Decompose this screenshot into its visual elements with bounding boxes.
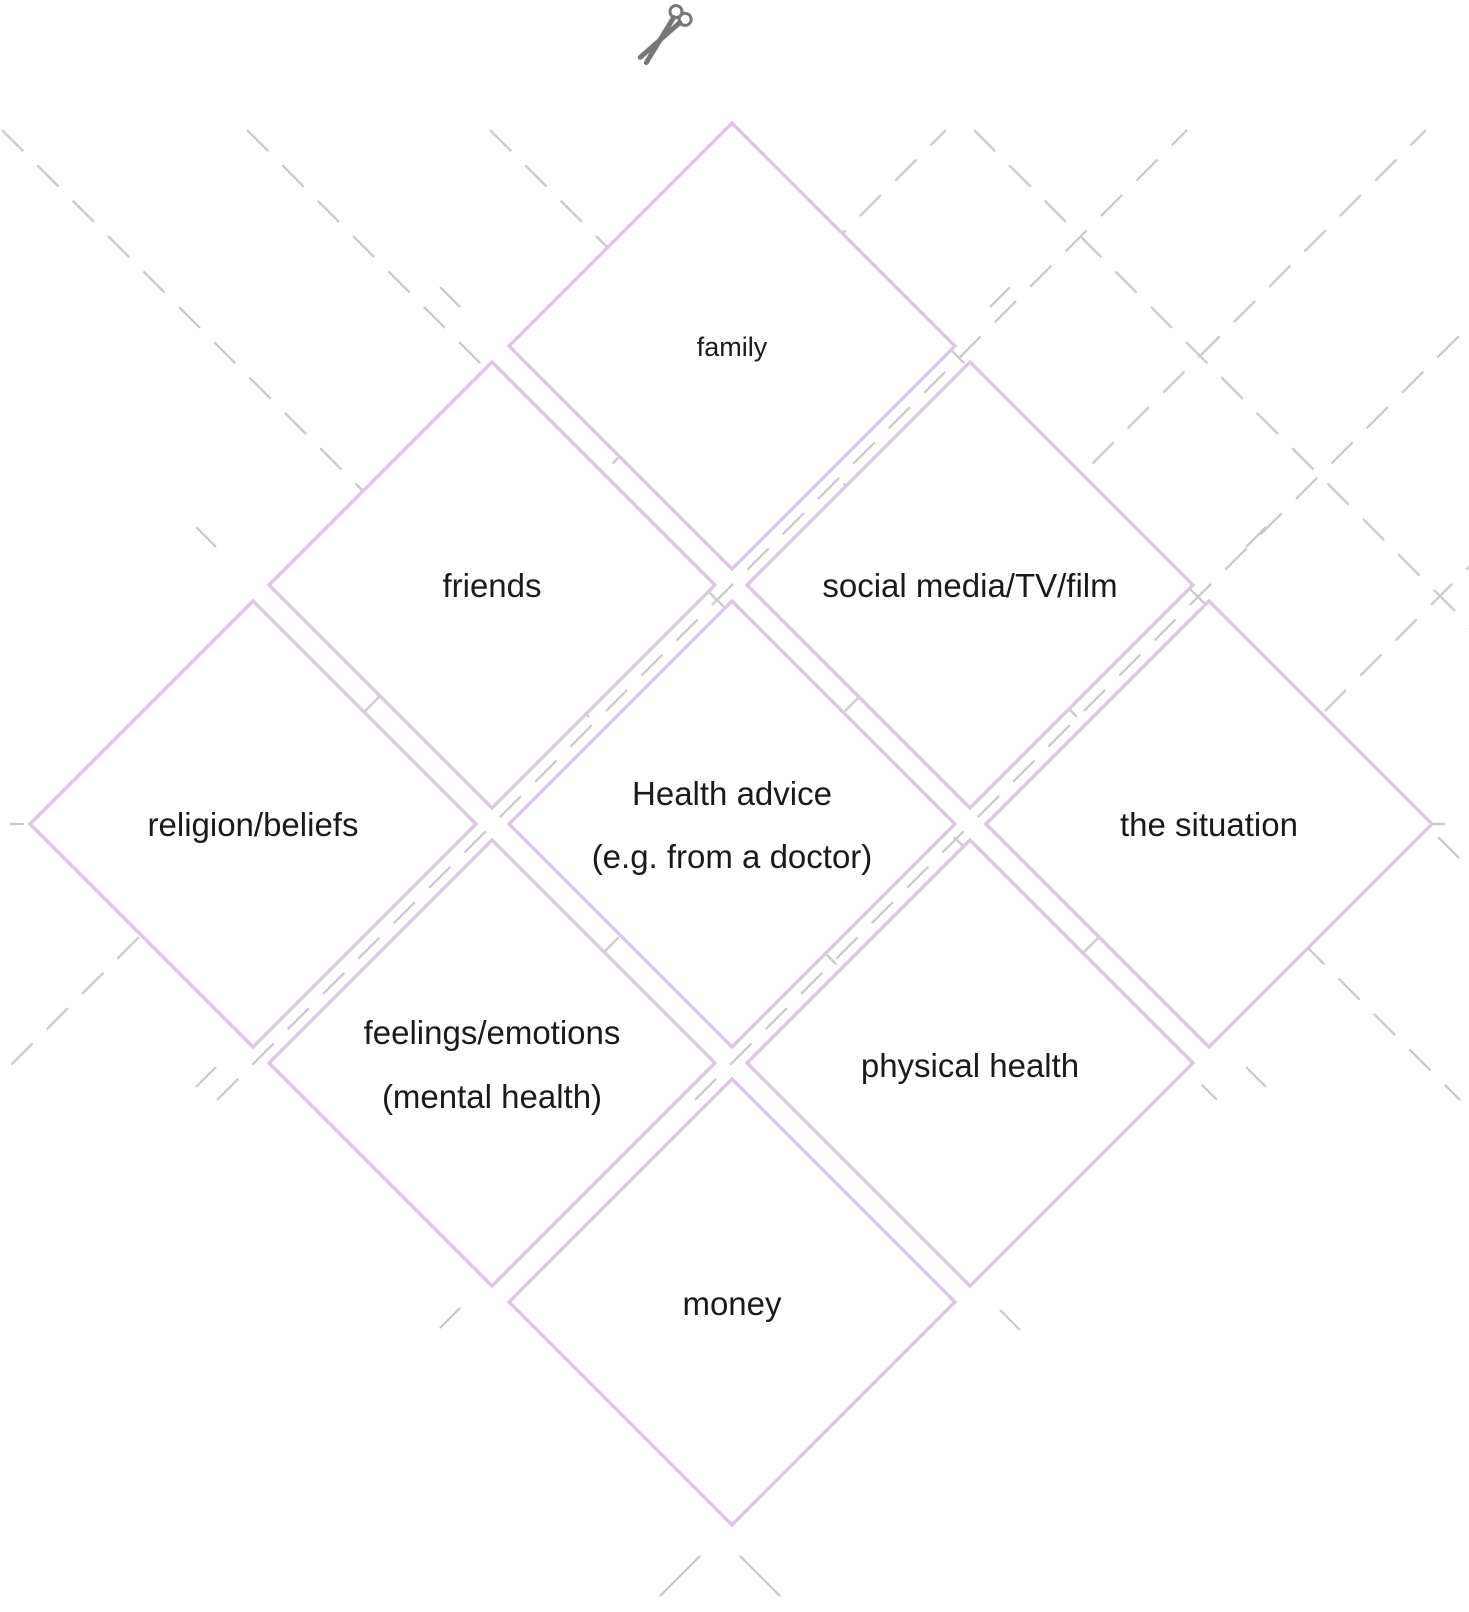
card-friends-label: friends	[442, 567, 541, 604]
guide-tick	[740, 1556, 780, 1596]
guide-tick	[1246, 527, 1266, 547]
card-social-media-label: social media/TV/film	[822, 567, 1117, 604]
card-family-label: family	[697, 332, 768, 362]
guide-tick	[196, 1067, 216, 1087]
card-health-advice-line2: (e.g. from a doctor)	[592, 838, 873, 875]
guide-tick	[990, 287, 1010, 307]
scissors-icon	[634, 3, 694, 67]
card-the-situation-label: the situation	[1120, 806, 1298, 843]
card-feelings-line1: feelings/emotions	[364, 1014, 621, 1051]
card-feelings-line2: (mental health)	[382, 1078, 602, 1115]
card-physical-health-label: physical health	[861, 1047, 1079, 1084]
guide-tick	[660, 1556, 700, 1596]
guide-tick	[1000, 1310, 1020, 1330]
card-health-advice-line1: Health advice	[632, 775, 832, 812]
guide-tick	[440, 287, 460, 307]
guide-tick	[440, 1308, 460, 1328]
card-religion-label: religion/beliefs	[148, 806, 359, 843]
cards: family friends social media/TV/film reli…	[30, 123, 1432, 1525]
card-money-label: money	[682, 1285, 782, 1322]
guide-tick	[196, 527, 216, 547]
guide-tick	[1246, 1067, 1266, 1087]
